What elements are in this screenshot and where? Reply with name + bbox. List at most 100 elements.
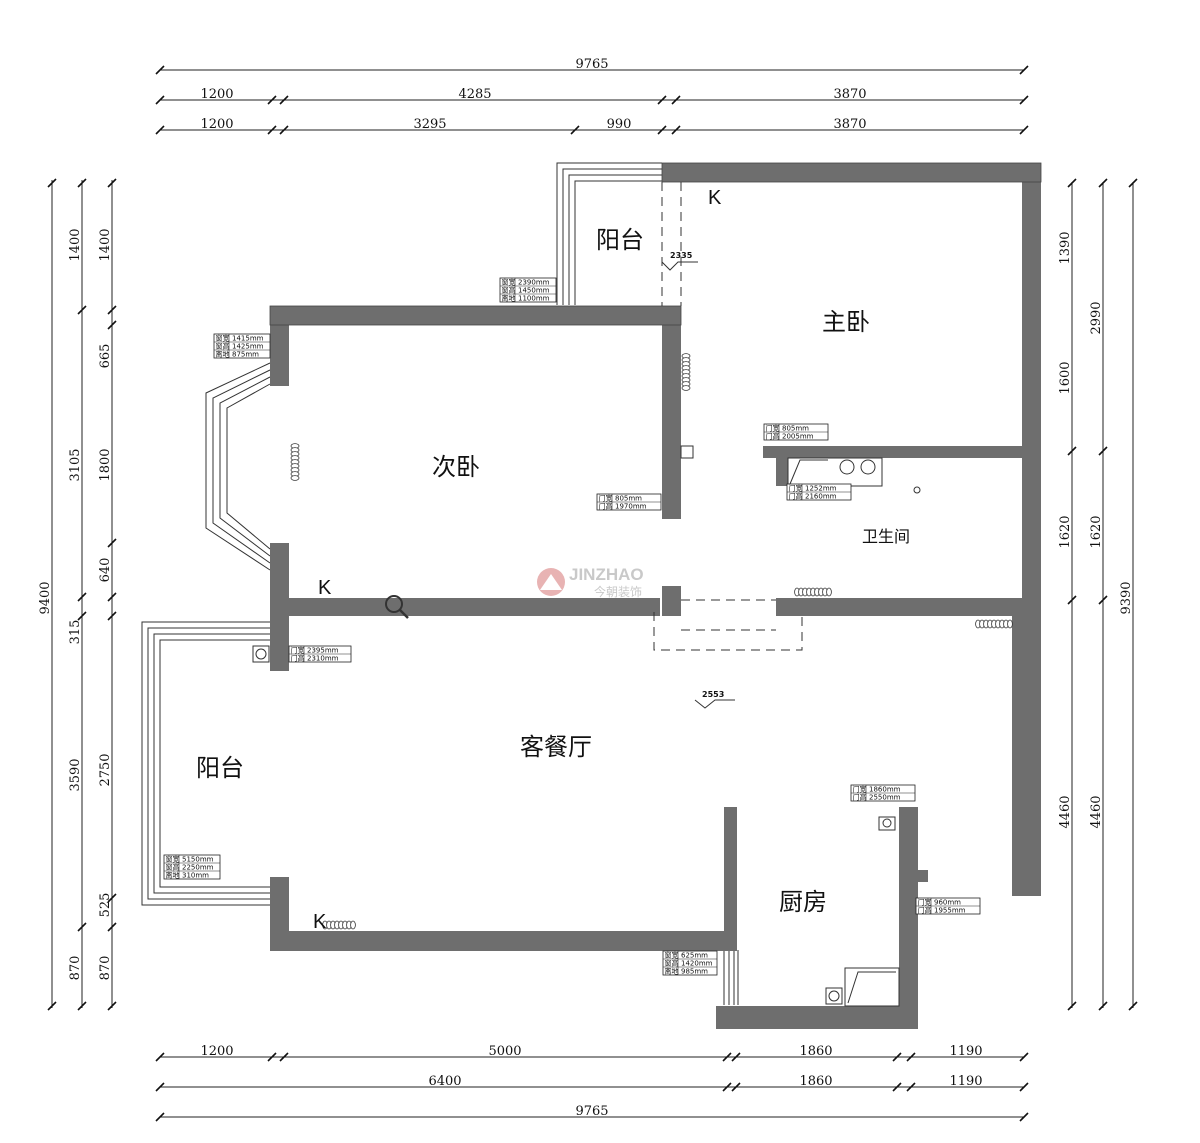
dim-tick	[1128, 1001, 1138, 1011]
dim-right-total: 9390	[1119, 581, 1134, 614]
dim-tick	[77, 1001, 87, 1011]
k-marker-master: K	[708, 187, 722, 209]
tag-label: 门高	[291, 654, 305, 663]
dim-tick	[107, 320, 117, 330]
dim-tick	[155, 65, 165, 75]
dim-tick	[107, 592, 117, 602]
dim-tick	[77, 592, 87, 602]
dim-bottom-2-1: 6400	[428, 1074, 461, 1089]
dimension-ticks	[47, 65, 1138, 1122]
tag-label: 窗高	[166, 863, 180, 872]
dim-bottom-total: 9765	[575, 1104, 608, 1119]
dim-tick	[1098, 178, 1108, 188]
dim-right-1-1: 1390	[1058, 231, 1073, 264]
tag-label: 门宽	[918, 898, 932, 907]
tag-value: 2160mm	[805, 493, 837, 501]
radiator-segment	[1007, 619, 1013, 629]
tag-label: 离地	[502, 294, 516, 303]
walls	[270, 163, 1041, 1029]
dim-tick	[1019, 1052, 1029, 1062]
radiator-segment	[826, 587, 832, 597]
tag-label: 门宽	[291, 646, 305, 655]
dim-tick	[1098, 1001, 1108, 1011]
dim-top-2-3: 3870	[833, 87, 866, 102]
dim-tick	[722, 1082, 732, 1092]
dim-tick	[1067, 1001, 1077, 1011]
room-bathroom: 卫生间	[862, 527, 910, 546]
dim-tick	[671, 125, 681, 135]
dim-top-2-1: 1200	[200, 87, 233, 102]
k-marker-living: K	[313, 911, 327, 933]
kitchen-bottom-window	[723, 950, 739, 1005]
tag-label: 窗宽	[502, 278, 516, 287]
tag-label: 窗高	[216, 342, 230, 351]
dim-tick	[77, 305, 87, 315]
tag-label: 离地	[166, 871, 180, 880]
dim-right-2-1: 2990	[1089, 301, 1104, 334]
tag-label: 门高	[766, 432, 780, 441]
dim-tick	[731, 1082, 741, 1092]
tag-label: 离地	[216, 350, 230, 359]
washer-icon	[252, 645, 270, 663]
dim-left-2-1: 1400	[68, 228, 83, 261]
tag-label: 窗高	[665, 959, 679, 968]
dim-top-3-3: 990	[607, 117, 632, 132]
dim-tick	[267, 125, 277, 135]
dim-tick	[77, 922, 87, 932]
tag-value: 1420mm	[681, 960, 713, 968]
dim-tick	[155, 95, 165, 105]
dim-tick	[107, 305, 117, 315]
tag-label: 门高	[853, 793, 867, 802]
dim-bottom-1-4: 1190	[949, 1044, 982, 1059]
switch-box	[680, 445, 694, 459]
dim-tick	[722, 1052, 732, 1062]
tag-label: 门高	[789, 492, 803, 501]
tag-value: 1100mm	[518, 295, 550, 303]
tag-value: 1970mm	[615, 503, 647, 511]
dim-left-3-2: 665	[98, 344, 113, 369]
tag-value: 805mm	[782, 425, 809, 433]
dim-tick	[570, 125, 580, 135]
dim-tick	[279, 1052, 289, 1062]
dim-right-2-3: 4460	[1089, 795, 1104, 828]
dim-right-1-3: 1620	[1058, 515, 1073, 548]
watermark: JINZHAO 今朝装饰	[537, 565, 644, 599]
tag-value: 5150mm	[182, 856, 214, 864]
wall-edges	[269, 162, 1042, 326]
dim-tick	[77, 611, 87, 621]
tag-value: 2005mm	[782, 433, 814, 441]
dim-left-3-3: 1800	[98, 448, 113, 481]
tag-value: 2550mm	[869, 794, 901, 802]
room-second-bedroom: 次卧	[432, 453, 480, 481]
tag-label: 门宽	[599, 494, 613, 503]
level-upper-text: 2335	[670, 251, 693, 260]
dim-tick	[77, 178, 87, 188]
magnifier-icon[interactable]	[385, 595, 409, 619]
dim-tick	[107, 178, 117, 188]
dim-left-3-6: 525	[98, 893, 113, 918]
watermark-brand: JINZHAO	[569, 565, 644, 584]
tag-label: 窗宽	[216, 334, 230, 343]
dim-left-3-4: 640	[98, 558, 113, 583]
dim-tick	[1019, 125, 1029, 135]
dim-tick	[267, 1052, 277, 1062]
room-kitchen: 厨房	[779, 888, 827, 916]
tag-value: 985mm	[681, 968, 708, 976]
dim-tick	[906, 1052, 916, 1062]
dim-tick	[1019, 1082, 1029, 1092]
dim-tick	[892, 1082, 902, 1092]
top-balcony-railing	[556, 162, 662, 305]
dim-tick	[1098, 595, 1108, 605]
dim-top-3-2: 3295	[413, 117, 446, 132]
dim-tick	[279, 125, 289, 135]
dim-tick	[1067, 595, 1077, 605]
radiator-segment	[350, 920, 356, 930]
dim-tick	[107, 922, 117, 932]
dim-tick	[1019, 1112, 1029, 1122]
radiator-segment	[681, 385, 691, 391]
dim-right-1-4: 4460	[1058, 795, 1073, 828]
